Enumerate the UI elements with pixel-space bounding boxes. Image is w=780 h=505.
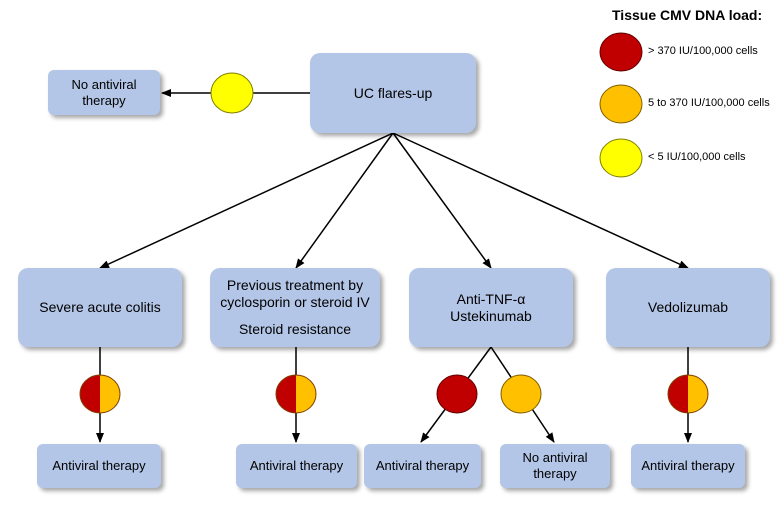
previous-treatment-line1: Previous treatment by bbox=[226, 277, 364, 293]
no-antiviral-top-line2: therapy bbox=[82, 92, 126, 108]
red-orange-marker-severe bbox=[79, 374, 121, 414]
steroid-resistance-label: Steroid resistance bbox=[238, 321, 352, 337]
vedolizumab-node: Vedolizumab bbox=[606, 268, 770, 347]
orange-load-marker bbox=[500, 374, 542, 414]
arrow-root-to-anti-tnf bbox=[392, 132, 492, 269]
no-antiviral-bottom-line1: No antiviral bbox=[522, 450, 588, 465]
anti-tnf-node: Anti-TNF-α Ustekinumab bbox=[409, 268, 573, 347]
legend-label-high: > 370 IU/100,000 cells bbox=[648, 45, 758, 57]
legend-label-low: < 5 IU/100,000 cells bbox=[648, 151, 746, 163]
antiviral-therapy-label-2: Antiviral therapy bbox=[249, 458, 344, 473]
uc-flares-up-label: UC flares-up bbox=[353, 84, 433, 101]
yellow-load-marker bbox=[210, 72, 254, 114]
previous-treatment-line2: cyclosporin or steroid IV bbox=[220, 294, 370, 310]
no-antiviral-bottom-node: No antiviral therapy bbox=[500, 444, 610, 488]
previous-treatment-node: Previous treatment by cyclosporin or ste… bbox=[210, 268, 380, 347]
antiviral-therapy-node-2: Antiviral therapy bbox=[236, 444, 357, 488]
red-orange-marker-previous bbox=[275, 374, 317, 414]
antiviral-therapy-node-1: Antiviral therapy bbox=[37, 444, 161, 488]
arrow-root-to-previous bbox=[295, 132, 394, 269]
uc-flares-up-node: UC flares-up bbox=[310, 53, 476, 133]
red-load-marker bbox=[436, 374, 478, 414]
no-antiviral-top-line1: No antiviral bbox=[71, 76, 137, 92]
legend-red-swatch bbox=[599, 32, 643, 72]
antiviral-therapy-label-4: Antiviral therapy bbox=[641, 458, 735, 473]
antiviral-therapy-node-3: Antiviral therapy bbox=[364, 444, 481, 488]
arrow-root-to-severe bbox=[99, 132, 394, 269]
severe-acute-colitis-node: Severe acute colitis bbox=[18, 268, 182, 347]
legend-title: Tissue CMV DNA load: bbox=[612, 7, 763, 23]
arrow-root-to-vedolizumab bbox=[392, 132, 689, 269]
no-antiviral-top-node: No antiviral therapy bbox=[48, 70, 160, 115]
vedolizumab-label: Vedolizumab bbox=[647, 299, 729, 315]
antiviral-therapy-label-3: Antiviral therapy bbox=[375, 458, 470, 473]
antiviral-therapy-label-1: Antiviral therapy bbox=[52, 458, 146, 473]
legend-orange-swatch bbox=[599, 84, 643, 124]
anti-tnf-label: Anti-TNF-α bbox=[456, 290, 526, 307]
ustekinumab-label: Ustekinumab bbox=[450, 307, 532, 324]
severe-acute-colitis-label: Severe acute colitis bbox=[39, 299, 161, 315]
red-orange-marker-vedolizumab bbox=[667, 374, 709, 414]
antiviral-therapy-node-4: Antiviral therapy bbox=[631, 444, 745, 488]
no-antiviral-bottom-line2: therapy bbox=[533, 466, 577, 481]
legend-label-mid: 5 to 370 IU/100,000 cells bbox=[648, 97, 770, 109]
legend-yellow-swatch bbox=[599, 138, 643, 178]
